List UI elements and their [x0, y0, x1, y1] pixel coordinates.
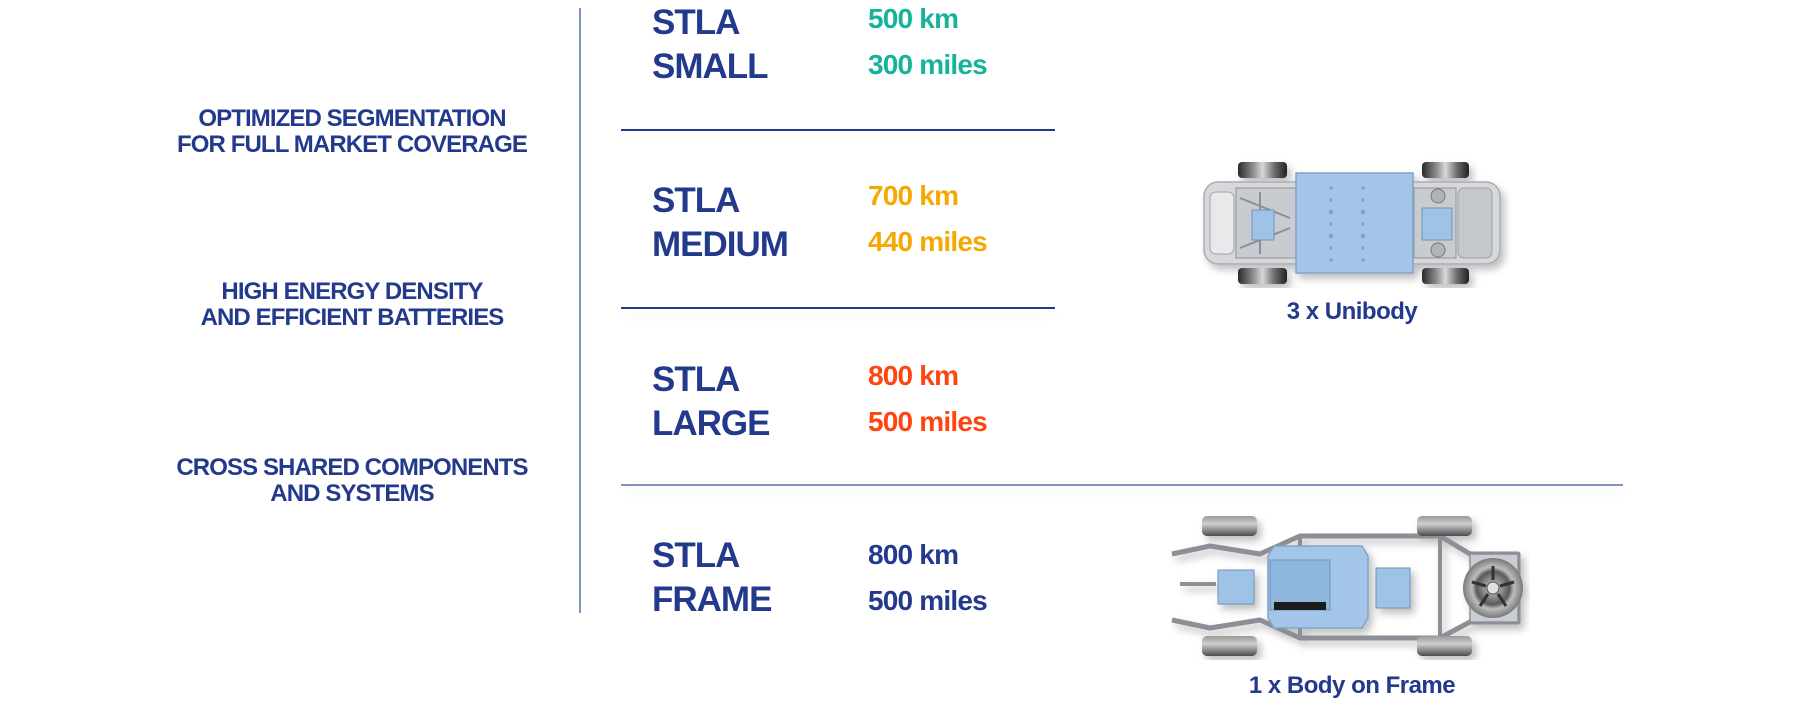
- platform-name-small: STLA SMALL: [652, 1, 769, 89]
- feature-line: AND EFFICIENT BATTERIES: [200, 304, 505, 331]
- range-km: 800 km: [868, 539, 959, 570]
- feature-line: CROSS SHARED COMPONENTS: [176, 454, 528, 481]
- feature-shared-components: CROSS SHARED COMPONENTS AND SYSTEMS: [152, 455, 552, 507]
- unibody-caption: 3 x Unibody: [1286, 298, 1418, 325]
- platform-name-large: STLA LARGE: [652, 358, 770, 446]
- platform-prefix: STLA: [652, 181, 740, 220]
- range-miles: 500 miles: [868, 585, 988, 616]
- range-km: 800 km: [868, 360, 959, 391]
- row-divider-1: [621, 129, 1055, 131]
- platform-prefix: STLA: [652, 3, 740, 42]
- platform-name-medium: STLA MEDIUM: [652, 179, 789, 267]
- body-on-frame-chassis-icon: [1171, 516, 1523, 656]
- range-large: 800 km 500 miles: [868, 353, 988, 445]
- platform-size: MEDIUM: [652, 225, 789, 264]
- platform-prefix: STLA: [652, 536, 740, 575]
- range-km: 700 km: [868, 180, 959, 211]
- feature-line: HIGH ENERGY DENSITY: [221, 278, 483, 305]
- vertical-divider: [579, 8, 581, 613]
- range-miles: 440 miles: [868, 226, 988, 257]
- platform-name-frame: STLA FRAME: [652, 534, 772, 622]
- range-km: 500 km: [868, 3, 959, 34]
- range-frame: 800 km 500 miles: [868, 532, 988, 624]
- platform-prefix: STLA: [652, 360, 740, 399]
- unibody-chassis-icon: [1203, 162, 1501, 284]
- range-small: 500 km 300 miles: [868, 0, 988, 88]
- row-divider-3: [621, 484, 1623, 486]
- range-miles: 300 miles: [868, 49, 988, 80]
- platform-size: FRAME: [652, 580, 772, 619]
- range-medium: 700 km 440 miles: [868, 173, 988, 265]
- platform-size: LARGE: [652, 404, 770, 443]
- range-miles: 500 miles: [868, 406, 988, 437]
- feature-energy-density: HIGH ENERGY DENSITY AND EFFICIENT BATTER…: [152, 279, 552, 331]
- feature-optimized-segmentation: OPTIMIZED SEGMENTATION FOR FULL MARKET C…: [152, 106, 552, 158]
- feature-line: OPTIMIZED SEGMENTATION: [198, 105, 506, 132]
- body-on-frame-caption: 1 x Body on Frame: [1248, 672, 1456, 699]
- feature-line: FOR FULL MARKET COVERAGE: [177, 131, 528, 158]
- row-divider-2: [621, 307, 1055, 309]
- platform-size: SMALL: [652, 47, 769, 86]
- feature-line: AND SYSTEMS: [270, 480, 434, 507]
